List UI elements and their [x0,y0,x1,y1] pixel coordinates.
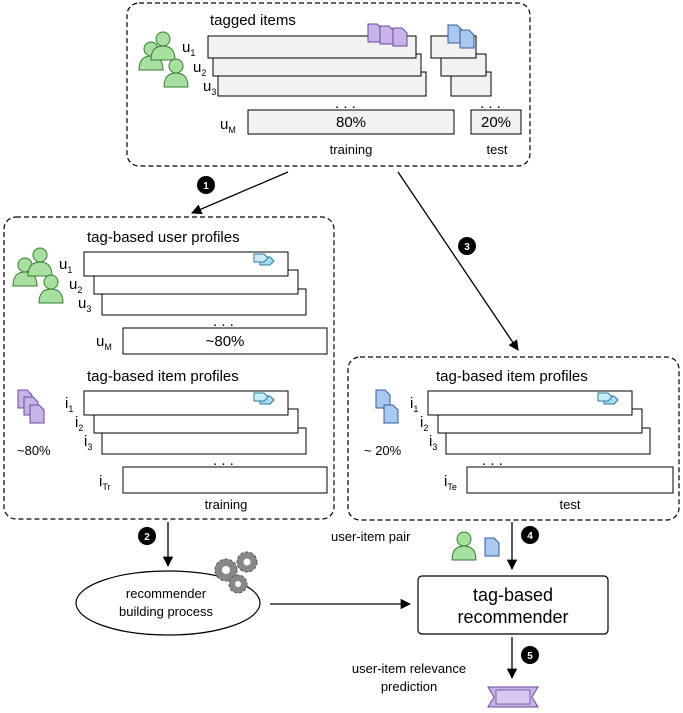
top-test-label: test [487,142,508,157]
test-profiles-box [347,356,680,521]
left-item-1: i1 [65,395,73,414]
left-item-2: i2 [75,414,83,433]
left-item-profiles-title: tag-based item profiles [87,368,239,385]
tagged-items-title: tagged items [210,12,296,29]
arrow-step-1 [191,171,289,215]
top-user-M: uM [220,116,236,135]
top-user-1: u1 [182,39,195,58]
ribbon-banner [495,689,531,705]
relevance-line-2: prediction [381,679,437,694]
top-training-dots: . . . [335,95,356,112]
item-profile-bar-left [122,466,328,494]
step-2-badge [138,527,156,545]
left-training-label: training [205,497,248,512]
top-user-2: u2 [193,59,206,78]
users-group-icon-left [12,247,64,304]
blue-items-icon-right [375,389,399,424]
right-item-3: i3 [429,433,437,452]
right-item-1: i1 [410,395,418,414]
right-item-dots: . . . [482,452,503,469]
tagged-items-box [126,2,531,167]
left-user-M: uM [96,333,112,352]
top-user-3: u3 [203,78,216,97]
test-bar [470,109,522,135]
right-item-profiles-title: tag-based item profiles [436,368,588,385]
step-4-number: 4 [527,531,533,542]
left-user-2: u2 [69,276,82,295]
gear-icon [214,551,258,594]
pair-user-icon [451,531,477,561]
user-profile-bar [122,327,328,355]
step-5-badge [521,646,539,664]
left-item-3: i3 [84,433,92,452]
training-profiles-box [3,216,335,520]
left-user-1: u1 [59,256,72,275]
users-group-icon [138,31,189,88]
tag-based-recommender-box [417,575,609,635]
recommender-building-process [75,570,261,636]
relevance-line-1: user-item relevance [352,661,466,676]
arrow-step-3 [397,171,519,351]
left-user-dots: . . . [213,313,234,330]
purple-items-icon-left [17,389,45,424]
left-item-Tr: iTr [99,473,111,492]
left-item-pct: ~80% [17,443,51,458]
step-3-badge [458,237,476,255]
right-item-Te: iTe [444,473,457,492]
training-row-1 [207,35,417,59]
top-training-label: training [330,142,373,157]
training-bar [247,109,455,135]
step-3-number: 3 [464,242,470,253]
right-test-label: test [560,497,581,512]
top-test-dots: . . . [480,95,501,112]
step-4-badge [521,526,539,544]
left-item-dots: . . . [213,452,234,469]
step-5-number: 5 [527,651,533,662]
right-item-pct: ~ 20% [364,443,402,458]
left-user-3: u3 [78,295,91,314]
process-line-2: building process [119,604,213,619]
recommender-line-2: recommender [457,607,568,627]
item-profile-bar-right [466,466,674,494]
step-1-badge [197,176,215,194]
process-line-1: recommender [126,586,207,601]
pair-item-icon [484,537,500,557]
recommender-line-1: tag-based [473,585,553,605]
user-item-pair-label: user-item pair [331,529,411,544]
step-2-number: 2 [144,532,150,543]
step-1-number: 1 [203,181,209,192]
training-pct: 80% [336,114,366,131]
user-profile-pct: ~80% [206,333,245,350]
test-pct: 20% [481,114,511,131]
user-profiles-title: tag-based user profiles [87,229,240,246]
right-item-2: i2 [420,414,428,433]
